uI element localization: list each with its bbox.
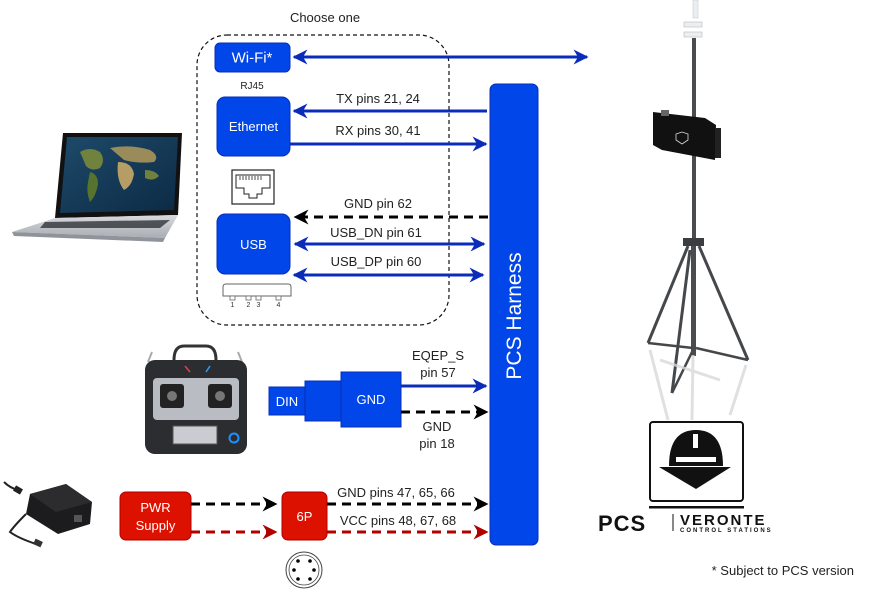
tx-pins-label: TX pins 21, 24: [336, 91, 420, 106]
pwr-supply-label-line2: Supply: [136, 518, 176, 533]
wifi-box[interactable]: Wi-Fi*: [214, 42, 291, 73]
rj45-port-icon: [231, 169, 275, 205]
veronte-logo: PCS VERONTE CONTROL STATIONS: [598, 421, 773, 536]
footnote: * Subject to PCS version: [712, 563, 854, 578]
usb-pinout-icon: 1 2 3 4: [222, 283, 292, 309]
gnd-pwr-label: GND pins 47, 65, 66: [337, 485, 455, 500]
pcs-tripod-image: [646, 0, 750, 421]
gnd-usb-label: GND pin 62: [344, 196, 412, 211]
6p-connector-box[interactable]: 6P: [281, 491, 328, 541]
usb-dn-label: USB_DN pin 61: [330, 225, 422, 240]
6-pin-connector-icon: [285, 551, 323, 589]
pwr-supply-box[interactable]: PWR Supply: [119, 491, 192, 541]
din-gnd-label: GND: [357, 392, 386, 407]
choose-one-group: [196, 34, 450, 326]
laptop-image: [12, 133, 182, 242]
pcs-harness-bar[interactable]: PCS Harness: [489, 83, 539, 546]
pwr-supply-label-line1: PWR: [140, 500, 170, 515]
choose-one-label: Choose one: [290, 10, 360, 25]
gnd-din-label-line2: pin 18: [419, 436, 454, 451]
6p-label: 6P: [297, 509, 313, 524]
power-adapter-image: [3, 481, 92, 548]
vcc-pwr-label: VCC pins 48, 67, 68: [340, 513, 456, 528]
rj45-label: RJ45: [240, 81, 264, 92]
usb-box[interactable]: USB: [216, 213, 291, 275]
wifi-label: Wi-Fi*: [232, 50, 273, 67]
eqep-label-line2: pin 57: [420, 365, 455, 380]
usb-pin-1: 1: [231, 302, 235, 309]
ethernet-box[interactable]: Ethernet: [216, 96, 291, 157]
eqep-label-line1: EQEP_S: [412, 348, 464, 363]
logo-tagline: CONTROL STATIONS: [680, 528, 773, 534]
ethernet-label: Ethernet: [229, 119, 279, 134]
usb-pin-4: 4: [277, 302, 281, 309]
usb-label: USB: [240, 237, 267, 252]
logo-product: VERONTE: [680, 512, 767, 529]
pcs-harness-label: PCS Harness: [503, 252, 526, 379]
logo-brand: PCS: [598, 511, 646, 536]
din-connector[interactable]: DIN GND: [268, 371, 402, 428]
rx-pins-label: RX pins 30, 41: [335, 123, 420, 138]
rc-transmitter-image: [145, 344, 247, 454]
din-label: DIN: [276, 394, 298, 409]
gnd-din-label-line1: GND: [423, 419, 452, 434]
usb-dp-label: USB_DP pin 60: [331, 254, 422, 269]
usb-pin-3: 3: [257, 302, 261, 309]
usb-pin-2: 2: [247, 302, 251, 309]
